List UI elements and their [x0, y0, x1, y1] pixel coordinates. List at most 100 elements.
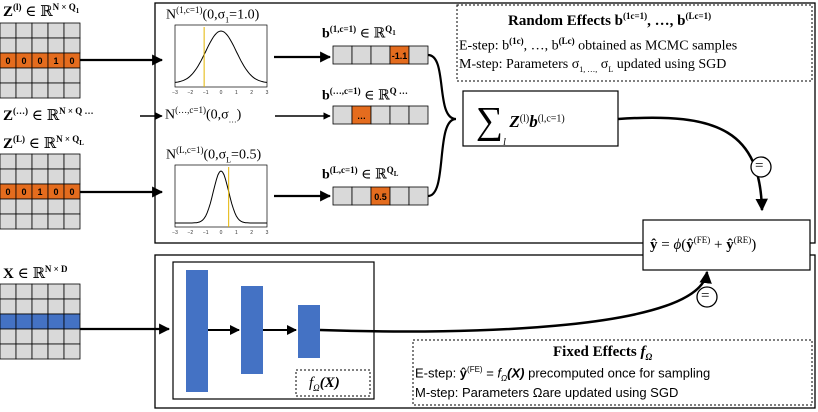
matrix-zL-cell	[63, 198, 81, 215]
matrix-z1-cell	[31, 67, 49, 84]
gaussian-tick-label: −2	[187, 230, 193, 236]
vector-bL-cell	[332, 186, 353, 206]
vector-b1-cell	[351, 45, 372, 65]
matrix-zL-cell	[47, 168, 65, 185]
vector-bL: 0.5	[332, 186, 429, 206]
matrix-x-highlight-cell	[15, 313, 33, 330]
matrix-zL-cell-digit: 0	[5, 187, 10, 197]
vector-bL-cell	[389, 186, 410, 206]
matrix-zL-cell-digit: 0	[69, 187, 74, 197]
sum-to-output-curve	[617, 116, 768, 212]
matrix-x-cell	[0, 298, 17, 315]
nn-layer-3	[298, 305, 320, 358]
matrix-zL-cell-digit: 0	[21, 187, 26, 197]
matrix-x-cell	[63, 298, 81, 315]
matrix-x-cell	[0, 283, 17, 300]
vector-bL-cell	[408, 186, 429, 206]
random-effects-mstep: M-step: Parameters σ1, …, σL updated usi…	[459, 57, 727, 74]
gaussian-tick-label: −3	[172, 90, 178, 96]
matrix-zL-cell	[31, 198, 49, 215]
matrix-x-cell	[63, 343, 81, 360]
zL-label: Z(L) ∈ ℝN × QL	[3, 134, 84, 152]
matrix-z1-cell	[47, 22, 65, 39]
matrix-x-highlight-cell	[31, 313, 49, 330]
matrix-x-cell	[31, 343, 49, 360]
gaussian-tick-label: 1	[235, 90, 238, 96]
bL-label: b(L,c=1) ∈ ℝQL	[322, 165, 399, 183]
vector-b1-cell	[370, 45, 391, 65]
vector-bdots: …	[332, 105, 429, 125]
matrix-x-cell	[47, 328, 65, 345]
network-to-output-curve	[319, 270, 712, 333]
matrix-x-cell	[63, 283, 81, 300]
x-label: X ∈ ℝN × D	[3, 264, 68, 282]
matrix-z1-cell	[63, 67, 81, 84]
vector-bdots-cell	[389, 105, 410, 125]
matrix-z1-cell	[0, 82, 17, 99]
matrix-z1-cell	[31, 82, 49, 99]
matrix-x-cell	[31, 283, 49, 300]
matrix-x-cell	[0, 328, 17, 345]
matrix-x-cell	[47, 343, 65, 360]
gaussian-curve	[174, 30, 268, 83]
vector-bdots-value: …	[357, 111, 366, 121]
matrix-x-highlight-cell	[47, 313, 65, 330]
vector-b1-cell	[408, 45, 429, 65]
matrix-z1-cell	[15, 82, 33, 99]
network-function-label: fΩ(X)	[309, 375, 340, 393]
equals-circle-random	[750, 156, 772, 178]
matrix-zL-cell-digit: 1	[37, 187, 42, 197]
matrix-zL-cell	[47, 153, 65, 170]
matrix-x	[0, 283, 81, 360]
prior-1-label: N(1,c=1)(0,σ1=1.0)	[166, 5, 260, 25]
sum-formula: ∑l Z(l)b(l,c=1)	[476, 100, 565, 148]
matrix-z1-cell	[63, 22, 81, 39]
gaussian-plot-frame	[174, 164, 268, 228]
matrix-z1-cell-digit: 1	[53, 56, 58, 66]
matrix-zL-cell	[63, 168, 81, 185]
vector-bL-cell	[351, 186, 372, 206]
matrix-x-cell	[15, 298, 33, 315]
prior-dots-label: N(…,c=1)(0,σ…)	[165, 105, 242, 125]
matrix-x-cell	[0, 343, 17, 360]
output-formula: ŷ = ϕ(ŷ(FE) + ŷ(RE))	[650, 235, 757, 253]
equals-symbol-fixed: =	[701, 288, 710, 304]
matrix-z1-cell	[15, 37, 33, 54]
matrix-z1-cell-digit: 0	[21, 56, 26, 66]
matrix-x-cell	[47, 298, 65, 315]
vector-bL-value: 0.5	[374, 192, 387, 202]
z1-label: Z(l) ∈ ℝN × Q1	[3, 2, 80, 20]
gaussian-tick-label: −1	[203, 90, 209, 96]
matrix-zL-cell	[15, 198, 33, 215]
fixed-effects-mstep: M-step: Parameters Ωare updated using SG…	[415, 385, 679, 400]
matrix-zL-cell	[31, 213, 49, 230]
matrix-x-cell	[47, 283, 65, 300]
bdots-label: b(…,c=1) ∈ ℝQ …	[322, 86, 408, 104]
matrix-zL-cell	[63, 153, 81, 170]
matrix-z1-cell	[15, 22, 33, 39]
matrix-x-cell	[31, 298, 49, 315]
matrix-x-cell	[15, 283, 33, 300]
zdots-label: Z(…) ∈ ℝN × Q …	[3, 106, 94, 124]
gaussian-tick-label: 2	[250, 230, 253, 236]
gaussian-tick-label: 3	[266, 90, 269, 96]
output-box	[642, 219, 811, 271]
matrix-zL-cell	[63, 213, 81, 230]
random-effects-title: Random Effects b(1c=1), …, b(Lc=1)	[508, 11, 712, 29]
matrix-x-cell	[15, 343, 33, 360]
nn-layer-2	[241, 286, 263, 374]
matrix-zL-cell	[15, 153, 33, 170]
matrix-z1-cell	[47, 82, 65, 99]
matrix-x-cell	[63, 328, 81, 345]
random-effects-panel	[154, 2, 816, 244]
matrix-z1-cell	[63, 37, 81, 54]
matrix-z1-cell	[15, 67, 33, 84]
fixed-effects-info-box	[412, 339, 813, 406]
gaussian-tick-label: 0	[220, 90, 223, 96]
matrix-zL-cell	[0, 153, 17, 170]
matrix-z1-cell	[31, 37, 49, 54]
matrix-z1-cell-digit: 0	[37, 56, 42, 66]
